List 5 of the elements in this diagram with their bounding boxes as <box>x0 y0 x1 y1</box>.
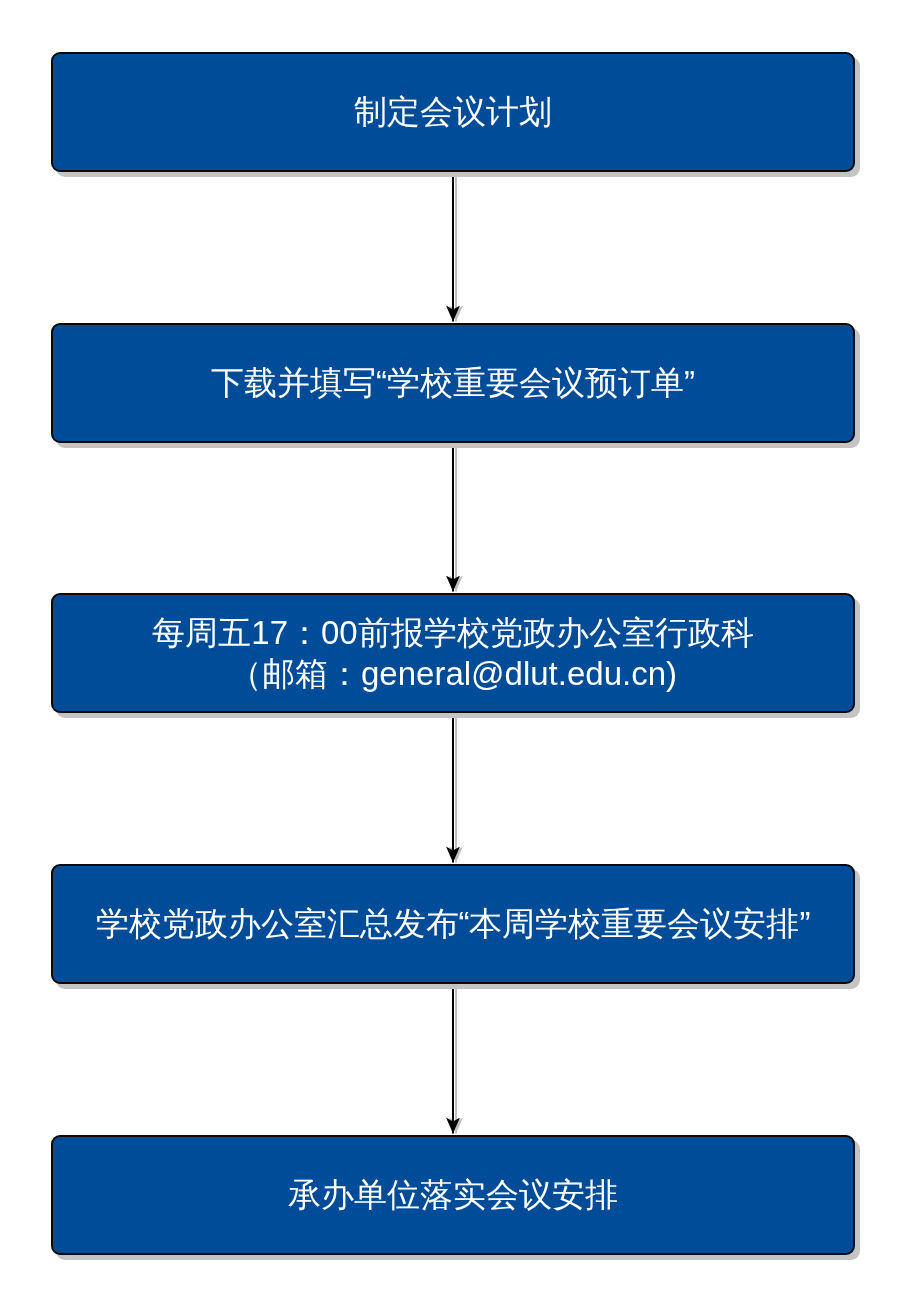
step-label: 承办单位落实会议安排 <box>288 1175 618 1216</box>
step-label: 制定会议计划 <box>354 92 552 133</box>
step-label: 每周五17：00前报学校党政办公室行政科（邮箱：general@dlut.edu.cn) <box>151 612 755 694</box>
step-label: 下载并填写“学校重要会议预订单” <box>211 363 695 404</box>
step-label: 学校党政办公室汇总发布“本周学校重要会议安排” <box>95 904 811 945</box>
